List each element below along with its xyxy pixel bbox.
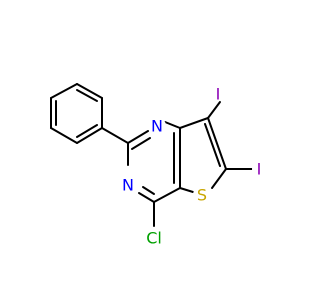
bond <box>207 101 221 119</box>
atom-label-s: S <box>197 186 207 205</box>
double-bond <box>76 124 98 138</box>
atom-i6: I <box>252 160 266 179</box>
atom-label-n1: N <box>151 117 163 136</box>
bond <box>207 117 227 170</box>
bond <box>138 192 155 203</box>
bond <box>76 83 103 99</box>
atom-label-cl: Cl <box>146 229 162 248</box>
bond <box>179 187 194 193</box>
atom-s: S <box>193 186 211 205</box>
atom-n3: N <box>119 176 137 195</box>
atom-cl: Cl <box>143 227 165 249</box>
atom-label-i7: I <box>216 85 221 104</box>
molecule-structure: N N S Cl I I <box>50 83 266 249</box>
atom-n1: N <box>148 117 166 136</box>
double-bond <box>76 89 98 102</box>
atom-i7: I <box>211 85 225 104</box>
phenyl-ring <box>50 83 103 144</box>
double-bond <box>204 123 221 167</box>
bond <box>76 127 103 144</box>
atom-label-n3: N <box>122 176 134 195</box>
bond <box>179 117 209 129</box>
bond <box>127 130 149 144</box>
atom-label-i6: I <box>257 160 262 179</box>
bond <box>50 127 78 144</box>
double-bond <box>131 137 151 150</box>
double-bond <box>142 186 155 195</box>
fused-ring-system <box>101 101 254 227</box>
bond <box>164 121 181 129</box>
bond <box>153 187 181 203</box>
bond <box>211 168 227 189</box>
bond <box>50 83 78 99</box>
bond <box>101 127 129 144</box>
